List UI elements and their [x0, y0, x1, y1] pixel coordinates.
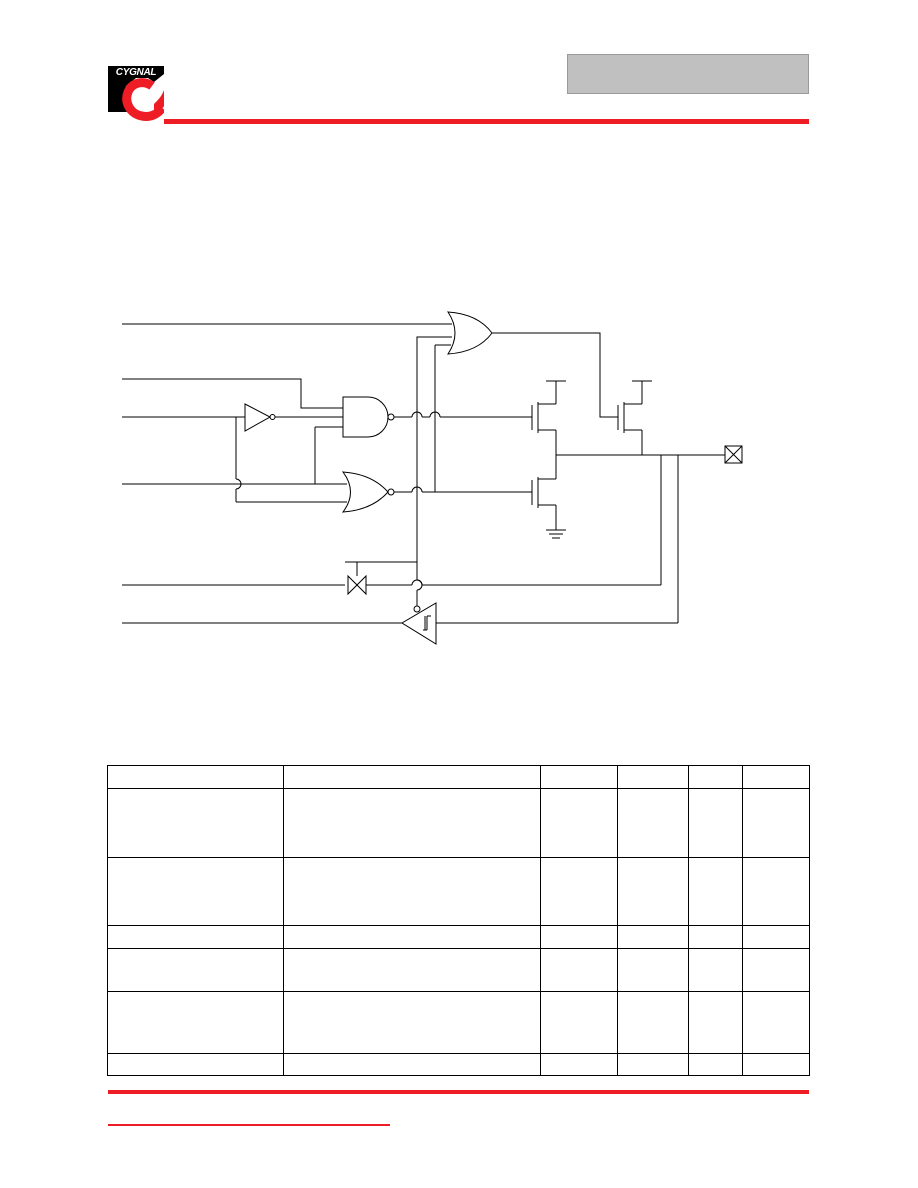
cygnal-logo-icon: CYGNAL: [108, 66, 166, 128]
table-header-cell: [540, 765, 618, 789]
table-cell: [742, 948, 810, 992]
table-row: [107, 857, 810, 926]
table-cell: [107, 1053, 284, 1076]
table-cell: [688, 991, 743, 1054]
transmission-gate-icon: [347, 562, 367, 596]
table-cell: [742, 1053, 810, 1076]
table-header-cell: [688, 765, 743, 789]
specification-table: [107, 765, 810, 1076]
table-header-cell: [617, 765, 689, 789]
footer-link-underline[interactable]: [108, 1124, 390, 1126]
logo-text: CYGNAL: [115, 67, 157, 78]
table-cell: [107, 948, 284, 992]
table-header-cell: [283, 765, 541, 789]
table-cell: [688, 948, 743, 992]
table-cell: [283, 788, 541, 858]
footer-rule: [108, 1090, 809, 1094]
table-cell: [742, 991, 810, 1054]
schmitt-trigger-icon: [401, 602, 437, 645]
inverter-icon: [244, 403, 276, 432]
table-cell: [688, 925, 743, 949]
table-cell: [540, 925, 618, 949]
or-gate-icon: [447, 311, 493, 355]
table-cell: [742, 857, 810, 926]
table-header-cell: [107, 765, 284, 789]
table-cell: [742, 925, 810, 949]
table-cell: [617, 1053, 689, 1076]
table-cell: [540, 857, 618, 926]
table-cell: [283, 948, 541, 992]
table-cell: [617, 857, 689, 926]
port-pin-icon: [724, 445, 743, 464]
table-cell: [283, 991, 541, 1054]
table-cell: [283, 857, 541, 926]
nand-gate-icon: [342, 396, 395, 438]
table-cell: [540, 1053, 618, 1076]
table-cell: [617, 925, 689, 949]
table-header-row: [107, 765, 810, 789]
table-row: [107, 1053, 810, 1076]
table-cell: [283, 925, 541, 949]
table-cell: [283, 1053, 541, 1076]
table-cell: [107, 991, 284, 1054]
table-cell: [107, 788, 284, 858]
table-cell: [540, 788, 618, 858]
nmos-transistor-icon: [531, 477, 557, 530]
pmos-transistor-icon-right: [617, 380, 652, 455]
header-title-box: [567, 54, 809, 94]
table-row: [107, 788, 810, 858]
table-cell: [107, 925, 284, 949]
table-cell: [688, 857, 743, 926]
table-cell: [688, 788, 743, 858]
table-cell: [540, 991, 618, 1054]
header-rule: [164, 119, 809, 124]
table-cell: [617, 991, 689, 1054]
table-row: [107, 925, 810, 949]
table-header-cell: [742, 765, 810, 789]
input-line-2: [122, 378, 343, 409]
table-cell: [742, 788, 810, 858]
table-cell: [107, 857, 284, 926]
table-row: [107, 948, 810, 992]
ground-icon: [546, 529, 566, 539]
table-row: [107, 991, 810, 1054]
table-cell: [617, 788, 689, 858]
table-cell: [540, 948, 618, 992]
nor-gate-icon: [341, 471, 395, 513]
table-cell: [688, 1053, 743, 1076]
pmos-transistor-icon: [531, 380, 566, 433]
table-cell: [617, 948, 689, 992]
